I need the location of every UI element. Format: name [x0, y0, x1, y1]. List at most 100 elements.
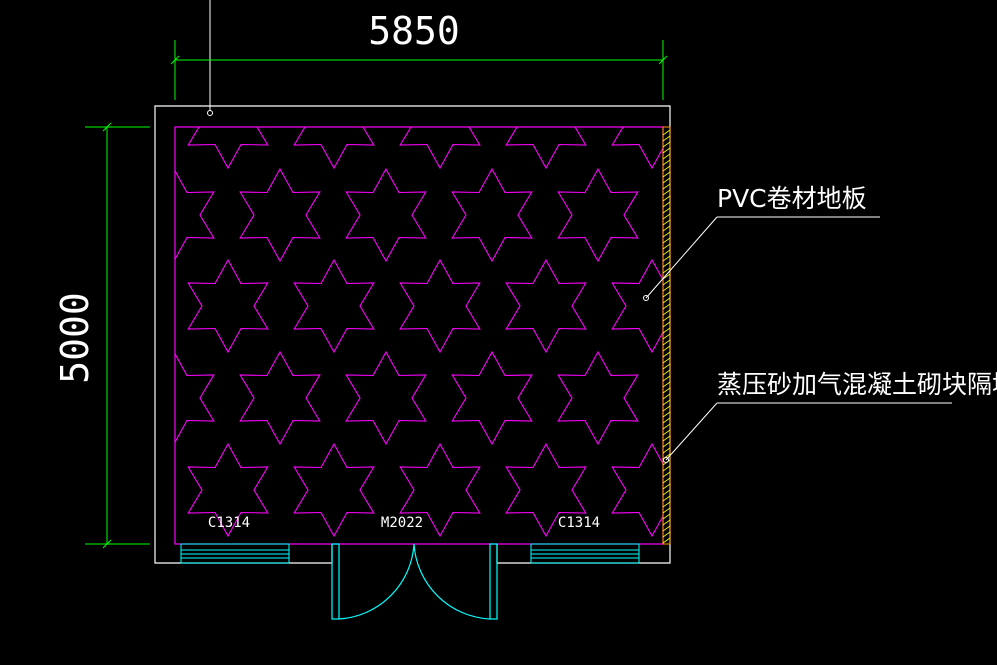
hatch-line [662, 297, 671, 304]
hatch-line [662, 483, 671, 490]
floor-star [293, 442, 375, 538]
floor-star [451, 167, 533, 263]
double-door [331, 543, 498, 620]
hatch-line [662, 135, 671, 142]
hatch-line [662, 333, 671, 340]
hatch-line [662, 339, 671, 346]
hatch-line [662, 417, 671, 424]
hatch-line [662, 267, 671, 274]
hatch-line [662, 441, 671, 448]
hatch-line [662, 489, 671, 496]
floor-star [611, 127, 663, 170]
hatch-line [662, 465, 671, 472]
floor-star [187, 258, 269, 354]
floor-star [293, 258, 375, 354]
hatch-line [662, 177, 671, 184]
hatch-line [662, 363, 671, 370]
floor-star [557, 167, 639, 263]
floor-callout-label: PVC卷材地板 [717, 184, 867, 213]
floor-star [399, 442, 481, 538]
floor-star [611, 258, 663, 354]
hatch-line [662, 369, 671, 376]
hatch-line [662, 189, 671, 196]
hatch-line [662, 411, 671, 418]
window-right [530, 543, 640, 564]
hatch-line [662, 327, 671, 334]
hatch-line [662, 447, 671, 454]
hatch-line [662, 357, 671, 364]
hatch-line [662, 387, 671, 394]
hatch-line [662, 519, 671, 526]
partition-wall [662, 126, 671, 545]
hatch-line [662, 249, 671, 256]
hatch-line [662, 183, 671, 190]
hatch-line [662, 255, 671, 262]
hatch-line [662, 513, 671, 520]
hatch-line [662, 213, 671, 220]
hatch-line [662, 153, 671, 160]
wall-callout-label: 蒸压砂加气混凝土砌块隔墙 [717, 370, 997, 399]
hatch-line [662, 525, 671, 532]
floor-star [187, 442, 269, 538]
hatch-line [662, 231, 671, 238]
window-left-label: C1314 [208, 515, 250, 531]
hatch-line [662, 159, 671, 166]
floor-star [557, 350, 639, 446]
hatch-line [662, 195, 671, 202]
floor-star [505, 442, 587, 538]
floor-star [399, 258, 481, 354]
hatch-line [662, 237, 671, 244]
partition-wall-hatch [662, 129, 671, 544]
window-left [180, 543, 290, 564]
width-dimension-value: 5850 [368, 9, 460, 53]
floor-star [239, 167, 321, 263]
hatch-line [662, 165, 671, 172]
floor-callout-leader [643, 216, 880, 301]
hatch-line [662, 261, 671, 268]
hatch-line [662, 225, 671, 232]
hatch-line [662, 171, 671, 178]
floor-star [505, 258, 587, 354]
floor-star [505, 127, 587, 170]
hatch-line [662, 399, 671, 406]
floor-star [293, 127, 375, 170]
hatch-line [662, 393, 671, 400]
wall-callout-leader [663, 402, 952, 463]
hatch-line [662, 279, 671, 286]
top-leader-dot [207, 110, 213, 116]
floor-boundary [174, 126, 664, 545]
hatch-line [662, 141, 671, 148]
hatch-line [662, 321, 671, 328]
hatch-line [662, 537, 671, 544]
floor-star [175, 352, 215, 444]
hatch-line [662, 381, 671, 388]
hatch-line [662, 345, 671, 352]
hatch-line [662, 309, 671, 316]
floor-star [345, 350, 427, 446]
floor-star [451, 350, 533, 446]
hatch-line [662, 285, 671, 292]
hatch-line [662, 219, 671, 226]
room-walls [154, 105, 671, 564]
hatch-line [662, 375, 671, 382]
hatch-line [662, 207, 671, 214]
hatch-line [662, 291, 671, 298]
hatch-line [662, 315, 671, 322]
hatch-line [662, 429, 671, 436]
door-label: M2022 [381, 515, 423, 531]
floor-star [187, 127, 269, 170]
hatch-line [662, 435, 671, 442]
hatch-line [662, 501, 671, 508]
height-dimension [85, 122, 150, 549]
hatch-line [662, 243, 671, 250]
floor-star [611, 442, 663, 538]
window-right-label: C1314 [558, 515, 600, 531]
hatch-line [662, 477, 671, 484]
hatch-line [662, 531, 671, 538]
hatch-line [662, 303, 671, 310]
height-dimension-value: 5000 [53, 292, 97, 384]
floor-star [239, 350, 321, 446]
hatch-line [662, 129, 671, 136]
hatch-line [662, 201, 671, 208]
